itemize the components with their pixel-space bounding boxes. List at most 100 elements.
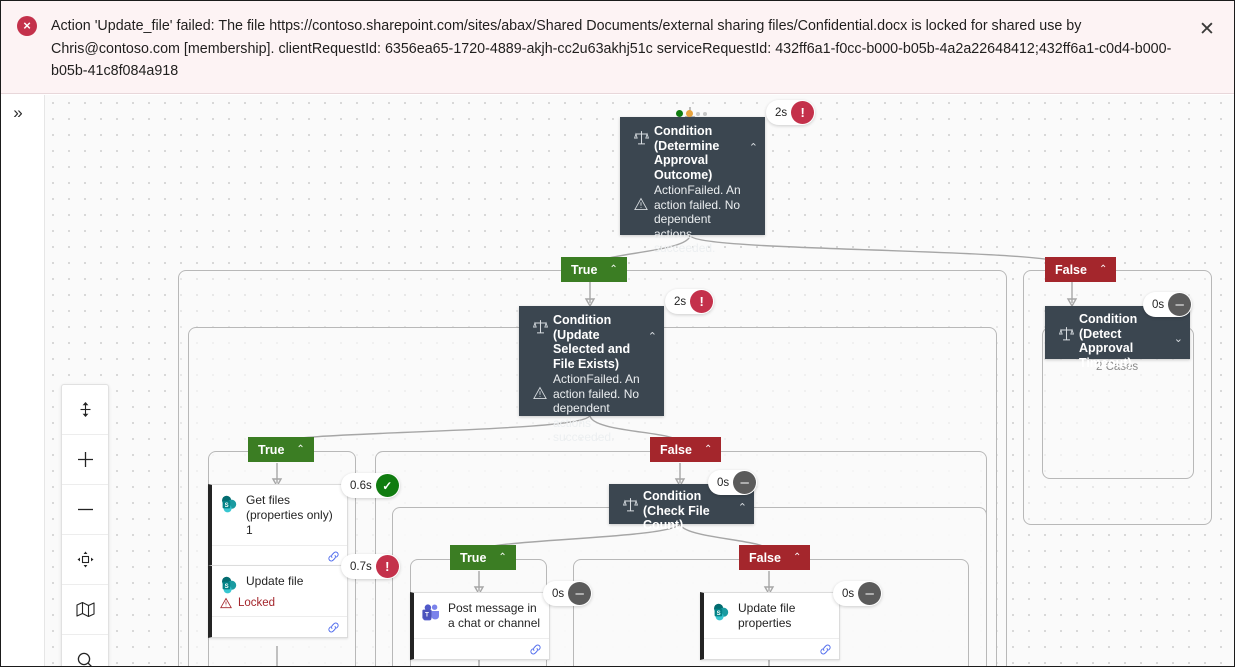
run-dot: [676, 110, 683, 117]
status-badge-failed: !: [690, 290, 714, 313]
card-title: Update file: [246, 574, 304, 588]
card-main: T Post message in a chat or channel: [414, 593, 549, 638]
condition-icon: [1058, 327, 1074, 341]
status-pill-update-file-properties: 0s –: [833, 581, 883, 606]
card-get-files-properties-only-1[interactable]: S Get files (properties only) 1: [208, 484, 348, 567]
node-condition-determine-approval-outcome[interactable]: Condition (Determine Approval Outcome) A…: [620, 117, 765, 255]
svg-text:S: S: [225, 503, 229, 509]
chevron-down-icon[interactable]: ⌄: [1173, 333, 1183, 345]
branch-chip-true-bottom[interactable]: True ⌃: [450, 545, 516, 570]
status-pill-check-file-count: 0s –: [708, 470, 758, 495]
card-warning: Locked: [212, 597, 347, 616]
card-main: S Update file: [212, 566, 347, 597]
status-badge-skipped: –: [568, 582, 592, 605]
node-condition-update-selected-and-file-exists[interactable]: Condition (Update Selected and File Exis…: [519, 306, 664, 444]
error-circle-icon: ×: [17, 16, 37, 36]
link-icon[interactable]: [327, 550, 340, 563]
branch-chip-false-bottom[interactable]: False ⌃: [739, 545, 811, 570]
error-message: Action 'Update_file' failed: The file ht…: [51, 18, 1172, 79]
sharepoint-icon: S: [219, 575, 239, 595]
map-icon: [75, 601, 95, 618]
status-badge-succeeded: ✓: [375, 474, 399, 497]
card-warning-label: Locked: [238, 597, 276, 609]
node-subtitle: ActionFailed. An action failed. No depen…: [654, 183, 741, 255]
cases-count-label: 2 Cases: [1096, 361, 1139, 373]
minimap-button[interactable]: [62, 585, 108, 635]
node-title: Condition (Determine Approval Outcome): [654, 124, 720, 182]
duration-label: 0s: [717, 476, 730, 489]
duration-label: 0s: [1152, 298, 1165, 311]
move-center-icon: [77, 551, 93, 568]
run-dot: [696, 111, 700, 116]
branch-label: True: [571, 262, 598, 277]
svg-text:S: S: [717, 611, 721, 617]
node-text-column: Condition (Detect Approval Timeout): [1079, 312, 1182, 370]
zoom-out-button[interactable]: [62, 485, 108, 535]
node-text-column: Condition (Determine Approval Outcome) A…: [654, 124, 757, 255]
branch-chip-true-top[interactable]: True ⌃: [561, 257, 627, 282]
node-subtitle: ActionFailed. An action failed. No depen…: [553, 372, 640, 444]
plus-icon: [77, 452, 93, 467]
node-condition-check-file-count[interactable]: Condition (Check File Count) ⌃: [609, 484, 754, 532]
status-pill-post-message: 0s –: [543, 581, 593, 606]
branch-chip-false-mid[interactable]: False ⌃: [650, 437, 722, 462]
zoom-in-button[interactable]: [62, 435, 108, 485]
flow-canvas[interactable]: Condition (Determine Approval Outcome) A…: [45, 95, 1234, 666]
status-badge-skipped: –: [1168, 293, 1192, 316]
branch-chip-false-top[interactable]: False ⌃: [1045, 257, 1117, 282]
node-icon-column: [628, 124, 654, 227]
card-title: Get files (properties only) 1: [246, 493, 333, 537]
status-badge-skipped: –: [858, 582, 882, 605]
close-icon[interactable]: ✕: [1199, 19, 1215, 40]
sharepoint-icon: S: [711, 602, 731, 622]
status-pill-determine-approval-outcome: 2s !: [766, 100, 816, 125]
node-icon-column: [1053, 312, 1079, 351]
reset-view-button[interactable]: [62, 535, 108, 585]
branch-label: False: [749, 550, 781, 565]
search-button[interactable]: [62, 635, 108, 666]
card-footer: [704, 638, 839, 659]
chevron-up-icon[interactable]: ⌃: [737, 502, 747, 514]
run-dot: [703, 111, 707, 116]
status-badge-failed: !: [791, 101, 815, 124]
fit-height-icon: [80, 402, 90, 417]
status-pill-detect-approval-timeout: 0s –: [1143, 292, 1193, 317]
card-title: Update file properties: [738, 601, 796, 630]
chevron-up-icon: ⌃: [703, 444, 713, 455]
node-title: Condition (Detect Approval Timeout): [1079, 312, 1138, 370]
card-main: S Update file properties: [704, 593, 839, 638]
warning-triangle-icon: [533, 386, 547, 400]
link-icon[interactable]: [327, 621, 340, 634]
condition-icon: [532, 320, 548, 334]
branch-chip-true-mid[interactable]: True ⌃: [248, 437, 314, 462]
duration-label: 0.6s: [350, 479, 372, 492]
teams-icon: T: [421, 602, 441, 622]
expand-panel-button[interactable]: »: [13, 103, 23, 122]
canvas-zoom-toolbar: [61, 384, 109, 666]
chevron-up-icon[interactable]: ⌃: [647, 331, 657, 343]
run-dot: [686, 110, 693, 117]
status-pill-get-files: 0.6s ✓: [341, 473, 400, 498]
minus-icon: [77, 508, 93, 511]
duration-label: 0.7s: [350, 560, 372, 573]
card-main: S Get files (properties only) 1: [212, 485, 347, 545]
link-icon[interactable]: [819, 643, 832, 656]
node-icon-column: [617, 489, 643, 516]
card-footer: [212, 545, 347, 566]
node-title: Condition (Update Selected and File Exis…: [553, 313, 631, 371]
card-update-file-properties[interactable]: S Update file properties: [700, 592, 840, 660]
chevron-up-icon: ⌃: [498, 552, 507, 563]
chevron-up-icon[interactable]: ⌃: [748, 142, 758, 154]
node-text-column: Condition (Update Selected and File Exis…: [553, 313, 656, 444]
left-rail: »: [1, 95, 45, 666]
warning-triangle-icon: [634, 197, 648, 211]
card-update-file[interactable]: S Update file Locked: [208, 565, 348, 638]
duration-label: 2s: [674, 295, 687, 308]
card-post-message-in-a-chat-or-channel[interactable]: T Post message in a chat or channel: [410, 592, 550, 660]
error-banner: × Action 'Update_file' failed: The file …: [1, 1, 1234, 94]
run-status-dots: [676, 110, 707, 117]
chevron-up-icon: ⌃: [296, 444, 305, 455]
fit-to-screen-button[interactable]: [62, 385, 108, 435]
link-icon[interactable]: [529, 643, 542, 656]
